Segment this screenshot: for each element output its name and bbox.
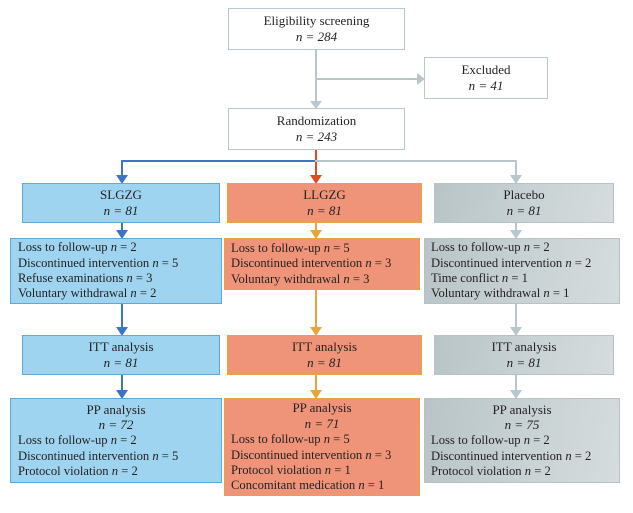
arrowhead-llgzg-dropouts [310,230,322,239]
arrowhead-llgzg-itt [310,327,322,336]
connector-llgzg-itt-to-pp [315,375,317,397]
arm-llgzg-pp-label: PP analysis [292,400,352,416]
arm-slgzg-pp-label: PP analysis [86,401,146,417]
connector-placebo-dropouts-to-itt [515,304,517,334]
arm-llgzg-dropout-item: Discontinued intervention n = 3 [231,256,392,271]
connector-to-excluded [315,78,417,80]
excluded-n: n = 41 [468,78,504,93]
arm-placebo-dropout-item: Loss to follow-up n = 2 [431,240,550,255]
arrowhead-placebo-dropouts [510,230,522,239]
arm-llgzg-pp-reason: Concomitant medication n = 1 [231,478,385,493]
arm-slgzg-itt-n: n = 81 [103,355,139,370]
arm-slgzg-pp-box: PP analysis n = 72 Loss to follow-up n =… [10,398,222,483]
arrowhead-slgzg-itt [116,327,128,336]
eligibility-screening-label: Eligibility screening [263,13,370,29]
arrowhead-randomization-to-llgzg [310,175,322,184]
arm-slgzg-header-box: SLGZG n = 81 [22,183,220,223]
randomization-label: Randomization [276,113,357,129]
arrowhead-slgzg-dropouts [116,230,128,239]
arm-llgzg-dropouts-box: Loss to follow-up n = 5 Discontinued int… [224,238,420,290]
arm-placebo-pp-n: n = 75 [504,417,540,433]
arrowhead-placebo-pp [510,390,522,399]
arm-llgzg-pp-reason: Discontinued intervention n = 3 [231,447,392,462]
arm-placebo-pp-label: PP analysis [492,401,552,417]
arm-placebo-dropout-item: Voluntary withdrawal n = 1 [431,286,570,301]
arm-slgzg-dropout-item: Refuse examinations n = 3 [18,271,153,285]
arm-llgzg-name: LLGZG [303,187,346,203]
excluded-box: Excluded n = 41 [424,57,548,99]
arm-llgzg-dropout-item: Loss to follow-up n = 5 [231,240,350,255]
arm-llgzg-header-box: LLGZG n = 81 [227,183,422,223]
randomization-n: n = 243 [295,129,338,144]
arm-placebo-pp-box: PP analysis n = 75 Loss to follow-up n =… [424,398,620,483]
arm-placebo-name: Placebo [503,187,545,203]
arm-llgzg-pp-reason: Loss to follow-up n = 5 [231,432,350,447]
arm-placebo-itt-box: ITT analysis n = 81 [434,335,614,375]
arrowhead-to-excluded [417,73,425,85]
arrowhead-placebo-itt [510,327,522,336]
connector-randomization-stem [315,150,317,182]
arm-llgzg-itt-box: ITT analysis n = 81 [227,335,422,375]
arm-placebo-pp-reason: Discontinued intervention n = 2 [431,448,592,463]
arrowhead-llgzg-pp [310,390,322,399]
connector-slgzg-dropouts-to-itt [121,304,123,334]
arrowhead-slgzg-pp [116,390,128,399]
arrowhead-to-randomization [310,101,322,109]
arm-placebo-itt-label: ITT analysis [491,339,557,355]
arm-slgzg-dropout-item: Loss to follow-up n = 2 [18,240,137,255]
arm-placebo-pp-reason: Loss to follow-up n = 2 [431,433,550,448]
arm-slgzg-pp-n: n = 72 [98,417,134,433]
arm-placebo-dropouts-box: Loss to follow-up n = 2 Discontinued int… [424,238,620,304]
excluded-label: Excluded [461,62,511,78]
connector-slgzg-itt-to-pp [121,375,123,397]
arm-slgzg-name: SLGZG [100,187,142,203]
arm-placebo-header-box: Placebo n = 81 [434,183,614,223]
arm-llgzg-pp-box: PP analysis n = 71 Loss to follow-up n =… [224,398,420,496]
arm-placebo-allocated-n: n = 81 [506,203,542,218]
arm-llgzg-itt-n: n = 81 [307,355,342,370]
arm-placebo-dropout-item: Time conflict n = 1 [431,271,528,285]
eligibility-screening-box: Eligibility screening n = 284 [228,8,405,50]
connector-branch-left [121,160,316,162]
arm-placebo-itt-n: n = 81 [506,355,542,370]
arm-slgzg-dropouts-box: Loss to follow-up n = 2 Discontinued int… [10,238,222,304]
arrowhead-randomization-to-slgzg [116,175,128,184]
connector-branch-right [315,160,517,162]
arm-llgzg-dropout-item: Voluntary withdrawal n = 3 [231,271,370,286]
arm-slgzg-itt-label: ITT analysis [88,339,154,355]
connector-llgzg-dropouts-to-itt [315,290,317,334]
arm-llgzg-pp-reason: Protocol violation n = 1 [231,462,351,477]
arm-slgzg-pp-reason: Protocol violation n = 2 [18,464,138,479]
eligibility-screening-n: n = 284 [295,29,338,44]
arm-llgzg-allocated-n: n = 81 [307,203,342,218]
arm-slgzg-itt-box: ITT analysis n = 81 [22,335,220,375]
connector-branch-left-drop [121,160,123,182]
arm-slgzg-dropout-item: Voluntary withdrawal n = 2 [18,286,157,301]
arrowhead-randomization-to-placebo [510,175,522,184]
arm-slgzg-dropout-item: Discontinued intervention n = 5 [18,255,179,270]
connector-placebo-itt-to-pp [515,375,517,397]
arm-slgzg-allocated-n: n = 81 [103,203,139,218]
arm-placebo-pp-reason: Protocol violation n = 2 [431,464,551,479]
arm-placebo-dropout-item: Discontinued intervention n = 2 [431,255,592,270]
arm-llgzg-pp-n: n = 71 [304,416,340,432]
arm-slgzg-pp-reason: Loss to follow-up n = 2 [18,433,137,448]
randomization-box: Randomization n = 243 [228,108,405,150]
connector-branch-right-drop [515,160,517,182]
arm-llgzg-itt-label: ITT analysis [291,339,358,355]
arm-slgzg-pp-reason: Discontinued intervention n = 5 [18,448,179,463]
